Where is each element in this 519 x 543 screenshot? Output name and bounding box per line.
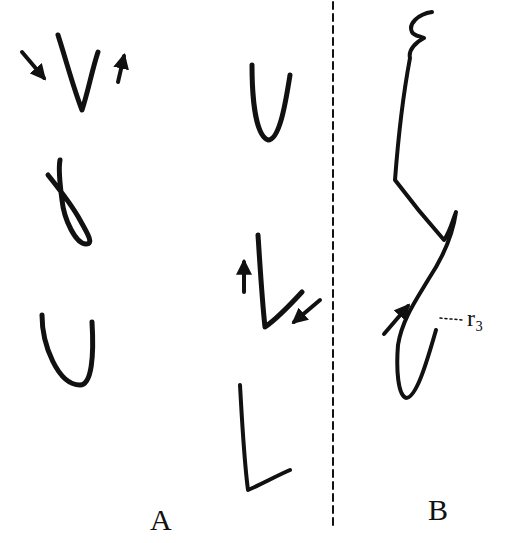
u-stroke <box>252 65 290 140</box>
leader-line <box>440 318 462 320</box>
direction-arrow <box>118 56 124 82</box>
callout-label: r₃ <box>467 306 483 330</box>
direction-arrow <box>294 300 320 322</box>
direction-arrow <box>22 52 44 78</box>
compound-stroke <box>395 12 456 398</box>
loop-stroke <box>48 160 90 244</box>
panel-letter: A <box>150 505 172 535</box>
v-stroke <box>58 35 98 110</box>
v-stroke <box>258 235 302 327</box>
direction-arrow <box>384 306 408 334</box>
panel-letter: B <box>428 495 448 525</box>
l-stroke <box>240 385 290 490</box>
u-stroke <box>42 315 93 385</box>
direction-arrow <box>242 262 246 292</box>
divider-line <box>332 2 334 530</box>
